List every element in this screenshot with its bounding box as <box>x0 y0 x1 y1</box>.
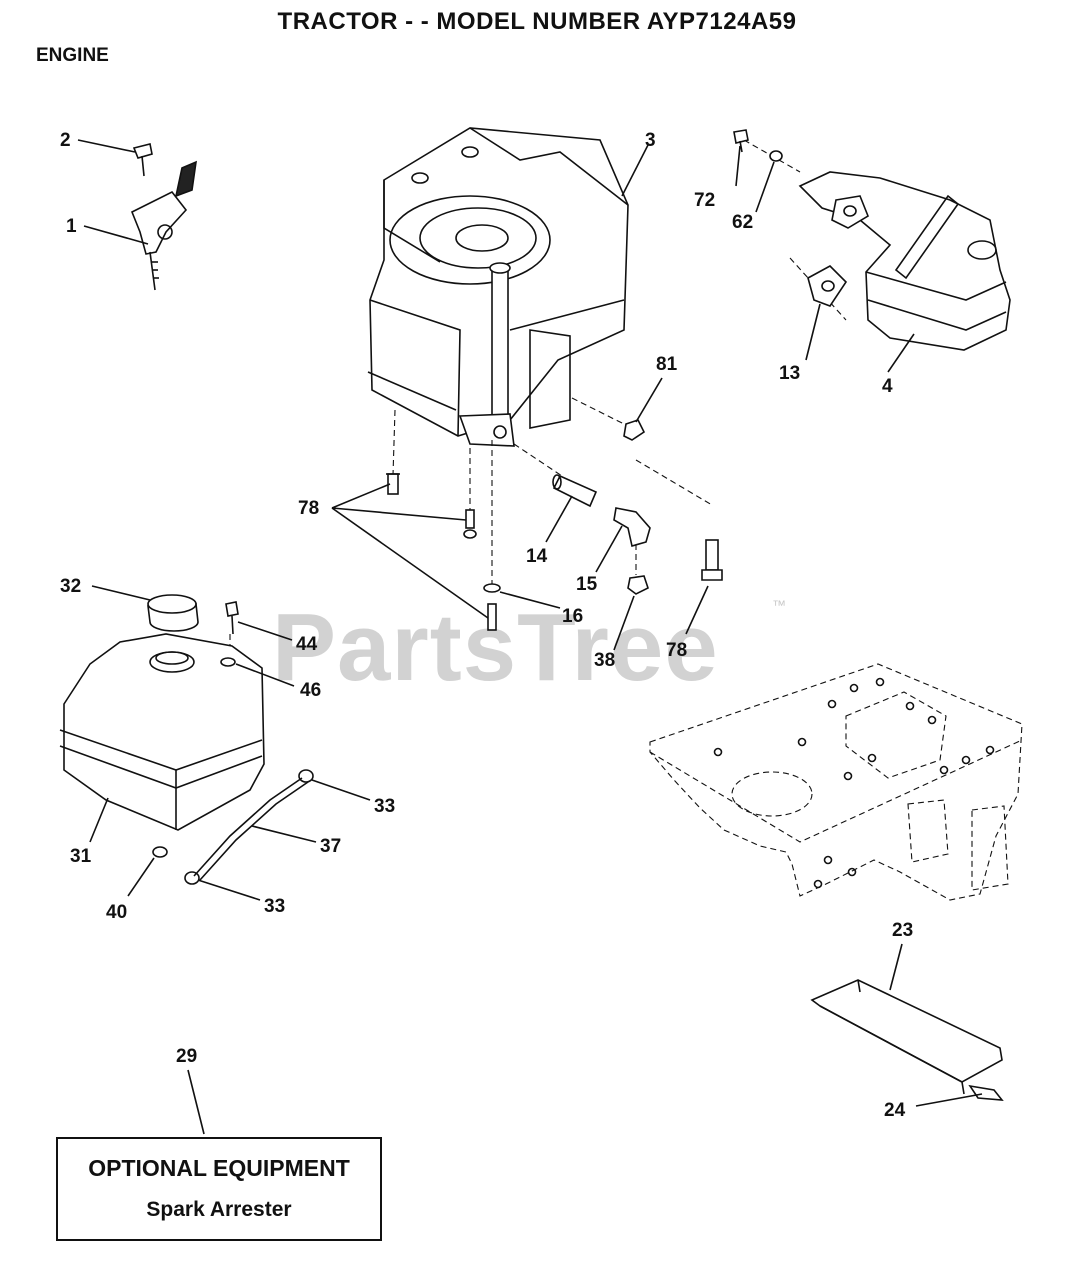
callout-72: 72 <box>694 190 715 211</box>
callout-29: 29 <box>176 1046 197 1067</box>
page-title: TRACTOR - - MODEL NUMBER AYP7124A59 <box>277 8 797 35</box>
section-label: ENGINE <box>36 45 109 66</box>
callout-44: 44 <box>296 634 318 655</box>
callout-2: 2 <box>60 130 71 151</box>
callout-33-lower: 33 <box>264 896 285 917</box>
part-fittings <box>552 474 651 595</box>
callout-14: 14 <box>526 546 548 567</box>
part-bolts-78 <box>386 473 723 631</box>
part-heat-shield <box>810 979 1004 1101</box>
callout-62: 62 <box>732 212 753 233</box>
callout-24: 24 <box>884 1100 906 1121</box>
callout-13: 13 <box>779 363 800 384</box>
callout-33-upper: 33 <box>374 796 395 817</box>
optional-equipment-item: Spark Arrester <box>146 1198 292 1221</box>
callout-31: 31 <box>70 846 92 867</box>
callout-37: 37 <box>320 836 341 857</box>
callout-40: 40 <box>106 902 127 923</box>
callout-38: 38 <box>594 650 615 671</box>
callout-78-right: 78 <box>666 640 687 661</box>
callout-16: 16 <box>562 606 583 627</box>
callout-4: 4 <box>882 376 893 397</box>
part-fuel-tank <box>59 594 314 885</box>
part-frame-reference <box>649 663 1023 901</box>
callout-46: 46 <box>300 680 321 701</box>
callout-1: 1 <box>66 216 77 237</box>
callout-15: 15 <box>576 574 598 595</box>
callout-23: 23 <box>892 920 913 941</box>
part-nut-81 <box>623 419 646 441</box>
callout-3: 3 <box>645 130 656 151</box>
callout-78-left: 78 <box>298 498 319 519</box>
part-muffler <box>733 129 1011 351</box>
optional-equipment-title: OPTIONAL EQUIPMENT <box>88 1155 350 1181</box>
watermark-trademark: ™ <box>772 597 786 613</box>
callout-81: 81 <box>656 354 678 375</box>
optional-equipment-box: OPTIONAL EQUIPMENT Spark Arrester <box>56 1137 382 1241</box>
part-throttle-control <box>130 143 197 291</box>
part-engine <box>367 127 629 447</box>
callout-32: 32 <box>60 576 81 597</box>
